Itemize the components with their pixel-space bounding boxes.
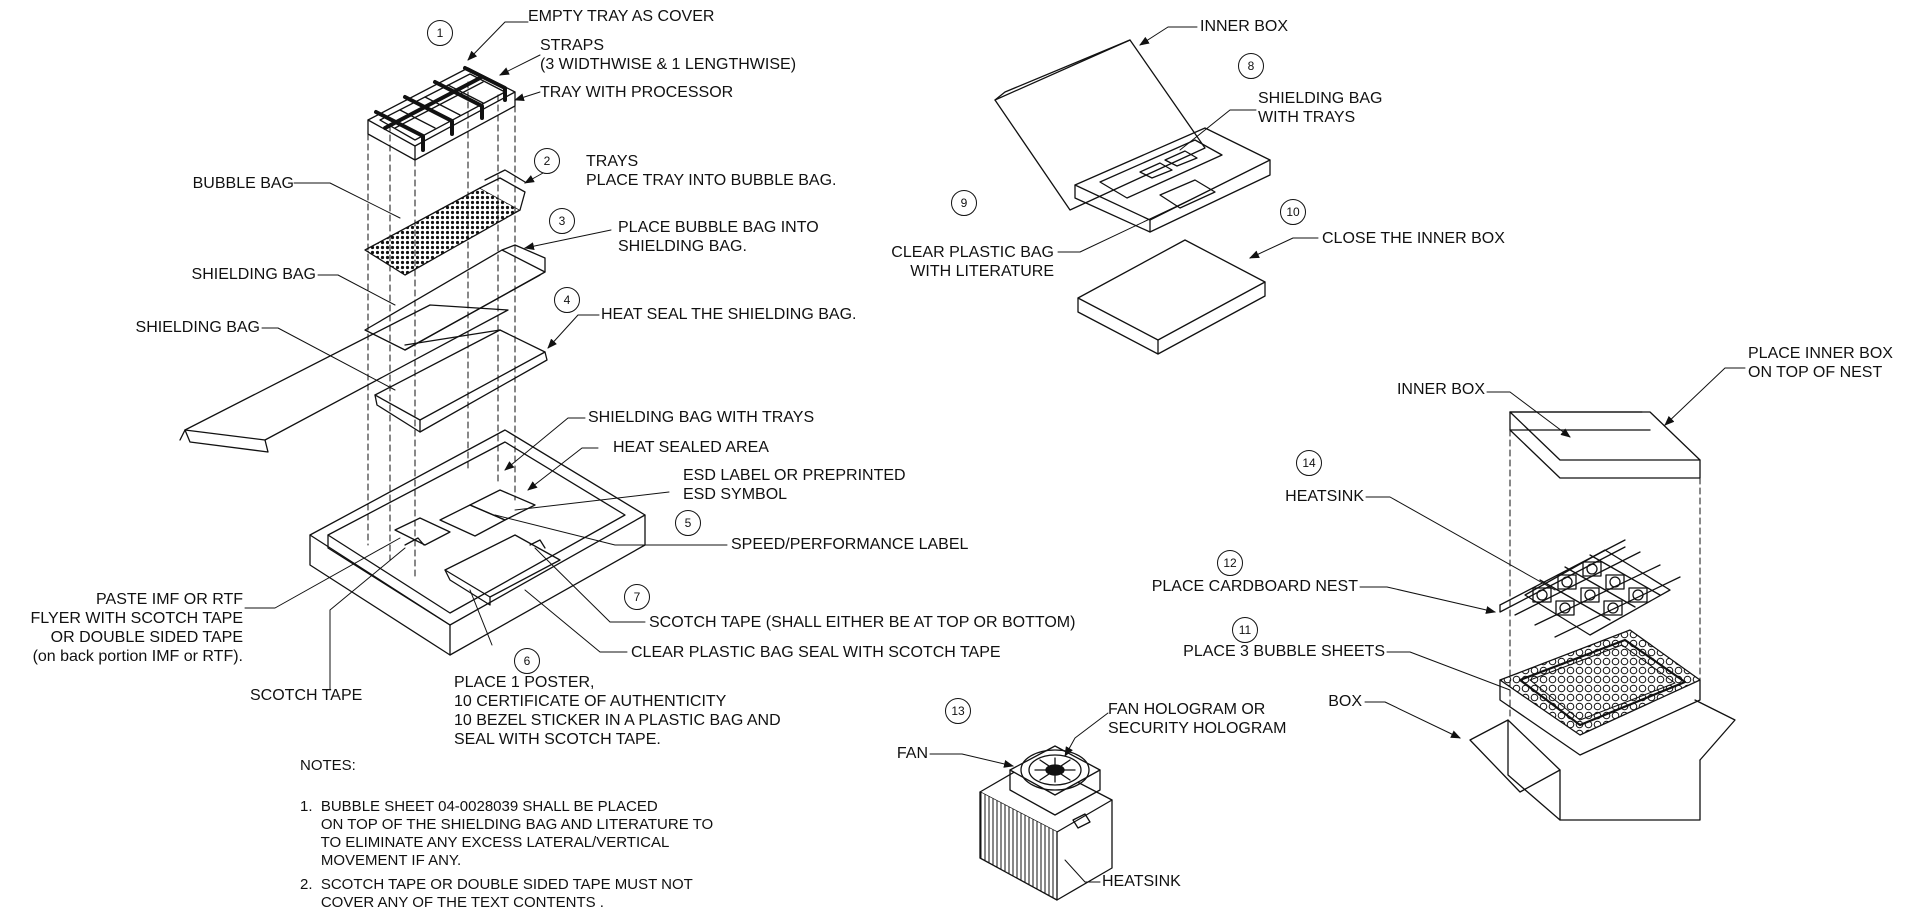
- fan-heatsink-unit: [979, 745, 1113, 901]
- label-fan-hologram: FAN HOLOGRAM OR SECURITY HOLOGRAM: [1108, 701, 1287, 737]
- inner-box-closed: [1077, 239, 1266, 355]
- note-1: 1. BUBBLE SHEET 04-0028039 SHALL BE PLAC…: [300, 798, 714, 869]
- label-trays: TRAYS PLACE TRAY INTO BUBBLE BAG.: [586, 153, 837, 189]
- callout-2: 2: [534, 148, 560, 174]
- outer-box-right: [1469, 411, 1736, 821]
- label-close-inner-box: CLOSE THE INNER BOX: [1322, 230, 1505, 247]
- callout-10: 10: [1280, 199, 1306, 225]
- label-heatsink-right: HEATSINK: [1285, 488, 1364, 505]
- label-tray-with-processor: TRAY WITH PROCESSOR: [540, 84, 734, 101]
- callout-3: 3: [549, 208, 575, 234]
- label-place-bubble-sheets: PLACE 3 BUBBLE SHEETS: [1183, 643, 1385, 660]
- bubble-bag: [364, 169, 526, 276]
- note-2: 2. SCOTCH TAPE OR DOUBLE SIDED TAPE MUST…: [300, 876, 693, 911]
- label-bubble-bag: BUBBLE BAG: [192, 175, 294, 192]
- callout-14: 14: [1296, 450, 1322, 476]
- label-fan: FAN: [896, 745, 928, 762]
- label-box: BOX: [1328, 693, 1362, 710]
- label-scotch-tape: SCOTCH TAPE: [250, 687, 363, 704]
- shielding-bag-lower: [374, 329, 548, 433]
- callout-6: 6: [514, 648, 540, 674]
- label-paste-imf: PASTE IMF OR RTF FLYER WITH SCOTCH TAPE …: [30, 591, 243, 665]
- label-place-bubble-bag: PLACE BUBBLE BAG INTO SHIELDING BAG.: [618, 219, 819, 255]
- label-shielding-bag-with-trays-mid: SHIELDING BAG WITH TRAYS: [1258, 90, 1383, 126]
- label-heat-sealed-area: HEAT SEALED AREA: [613, 439, 769, 456]
- label-heat-seal: HEAT SEAL THE SHIELDING BAG.: [601, 306, 857, 323]
- label-inner-box-top: INNER BOX: [1200, 18, 1289, 35]
- notes-title: NOTES:: [300, 757, 356, 774]
- callout-7: 7: [624, 584, 650, 610]
- callout-13: 13: [945, 698, 971, 724]
- callout-5: 5: [675, 510, 701, 536]
- label-place-inner-box: PLACE INNER BOX ON TOP OF NEST: [1748, 345, 1893, 381]
- label-shielding-bag-with-trays: SHIELDING BAG WITH TRAYS: [588, 409, 815, 426]
- tray-stack: [367, 66, 516, 161]
- callout-11: 11: [1232, 617, 1258, 643]
- label-empty-tray: EMPTY TRAY AS COVER: [528, 8, 715, 25]
- callout-8: 8: [1238, 53, 1264, 79]
- callout-1: 1: [427, 20, 453, 46]
- alignment-guides-right: [1509, 429, 1701, 721]
- callout-4: 4: [554, 287, 580, 313]
- leader-lines: [244, 21, 1746, 883]
- label-place-cardboard-nest: PLACE CARDBOARD NEST: [1151, 578, 1358, 595]
- label-straps: STRAPS (3 WIDTHWISE & 1 LENGTHWISE): [540, 37, 797, 73]
- open-box-left: [179, 304, 646, 656]
- callout-12: 12: [1217, 550, 1243, 576]
- label-inner-box-right: INNER BOX: [1396, 381, 1485, 398]
- label-place-poster: PLACE 1 POSTER, 10 CERTIFICATE OF AUTHEN…: [454, 674, 781, 748]
- shielding-bag-upper: [364, 244, 546, 351]
- label-heatsink-bottom: HEATSINK: [1102, 873, 1181, 890]
- label-clear-bag-seal: CLEAR PLASTIC BAG SEAL WITH SCOTCH TAPE: [631, 644, 1001, 661]
- callout-9: 9: [951, 190, 977, 216]
- label-shielding-bag-1: SHIELDING BAG: [191, 266, 316, 283]
- alignment-guides-left: [367, 81, 516, 581]
- heatsink-grid-right: [1532, 561, 1648, 616]
- label-speed-performance: SPEED/PERFORMANCE LABEL: [731, 536, 969, 553]
- label-scotch-tape-top-bottom: SCOTCH TAPE (SHALL EITHER BE AT TOP OR B…: [649, 614, 1076, 631]
- inner-box-open: [994, 39, 1271, 233]
- label-esd-label: ESD LABEL OR PREPRINTED ESD SYMBOL: [683, 467, 906, 503]
- label-clear-plastic-bag: CLEAR PLASTIC BAG WITH LITERATURE: [891, 244, 1054, 280]
- label-shielding-bag-2: SHIELDING BAG: [135, 319, 260, 336]
